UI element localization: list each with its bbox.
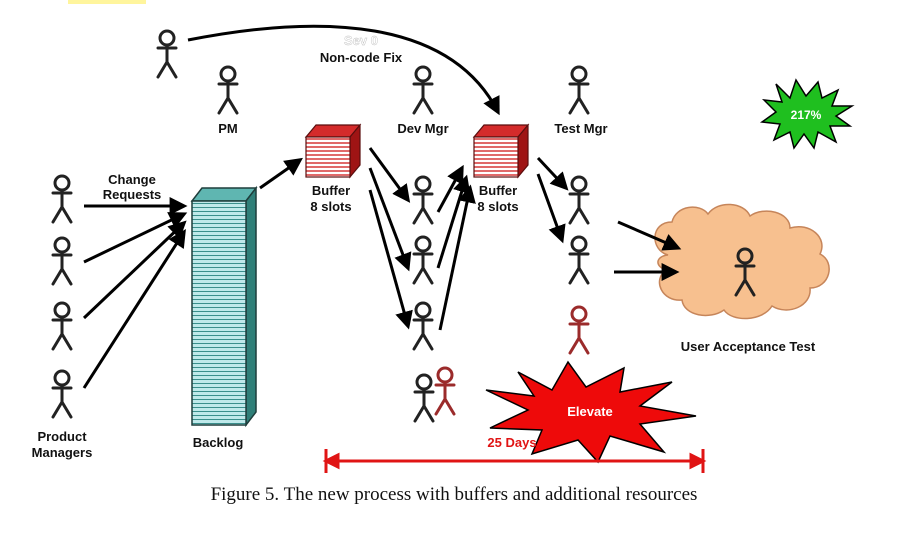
- person-test-mgr: [568, 65, 590, 115]
- person-tester-new: [568, 305, 590, 355]
- person-product-manager-4: [51, 369, 73, 419]
- person-product-manager-3: [51, 301, 73, 351]
- change-requests-label-line2: Requests: [103, 187, 162, 202]
- buffer-box-1: [304, 123, 362, 179]
- sev-label: Sev 0: [344, 33, 378, 48]
- days-label: 25 Days: [487, 435, 536, 450]
- person-product-manager-1: [51, 174, 73, 224]
- arrow-pm2-backlog: [83, 212, 188, 264]
- highlight-fragment: [68, 0, 146, 4]
- dev-mgr-label: Dev Mgr: [397, 121, 448, 136]
- person-tester-1: [568, 175, 590, 225]
- percent-label: 217%: [791, 108, 822, 122]
- buffer1-label-line1: Buffer: [312, 183, 350, 198]
- person-severity-reporter: [156, 29, 178, 79]
- uat-label: User Acceptance Test: [681, 339, 816, 354]
- arrow-dev3-buffer2: [438, 184, 476, 331]
- arrow-backlog-buffer1: [259, 157, 303, 190]
- elevate-burst: [485, 360, 697, 464]
- arrow-pm4-backlog: [82, 228, 186, 389]
- elevate-label: Elevate: [567, 404, 613, 419]
- arrow-buffer2-test2: [536, 173, 566, 244]
- arrow-test1-uat: [617, 220, 682, 251]
- person-pm: [217, 65, 239, 115]
- arrow-severity-fix: [187, 24, 500, 116]
- arrow-buffer2-test1: [536, 156, 569, 191]
- person-dev-mgr: [412, 65, 434, 115]
- arrow-buffer1-dev2: [368, 167, 412, 272]
- buffer1-label-line2: 8 slots: [310, 199, 351, 214]
- buffer2-label-line1: Buffer: [479, 183, 517, 198]
- pm-label: PM: [218, 121, 238, 136]
- product-managers-label-line1: Product: [37, 429, 87, 444]
- arrow-buffer1-dev1: [368, 147, 411, 203]
- noncode-fix-label: Non-code Fix: [320, 50, 403, 65]
- arrow-buffer1-dev3: [368, 189, 413, 330]
- person-tester-2: [568, 235, 590, 285]
- change-requests-label-line1: Change: [108, 172, 156, 187]
- person-developer-4: [413, 373, 435, 423]
- buffer-box-2: [472, 123, 530, 179]
- timeline-25-days: [322, 449, 707, 473]
- arrow-pm3-backlog: [82, 220, 187, 320]
- figure-caption: Figure 5. The new process with buffers a…: [210, 484, 698, 505]
- person-developer-2: [412, 235, 434, 285]
- person-developer-1: [412, 175, 434, 225]
- test-mgr-label: Test Mgr: [554, 121, 607, 136]
- person-product-manager-2: [51, 236, 73, 286]
- backlog-label: Backlog: [193, 435, 244, 450]
- product-managers-label-line2: Managers: [32, 445, 93, 460]
- backlog-box: [190, 185, 258, 428]
- person-developer-3: [412, 301, 434, 351]
- person-uat-user: [734, 247, 756, 297]
- person-developer-new: [434, 366, 456, 416]
- buffer2-label-line2: 8 slots: [477, 199, 518, 214]
- percent-burst: [759, 78, 855, 150]
